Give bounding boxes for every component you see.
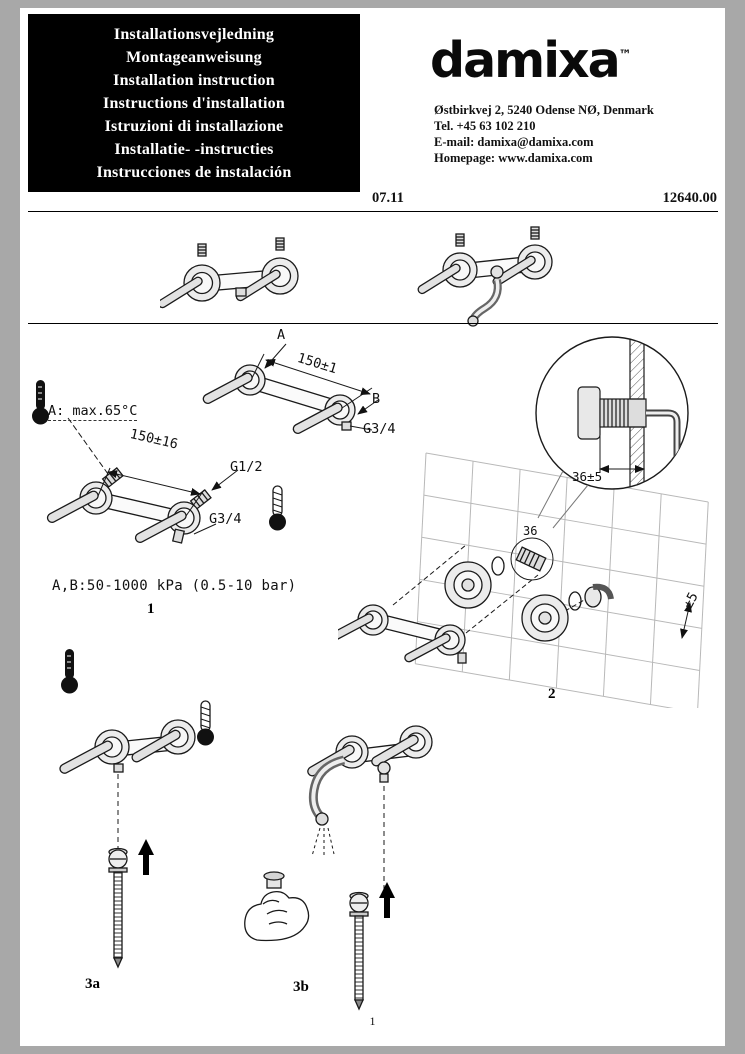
contact-address: Østbirkvej 2, 5240 Odense NØ, Denmark (434, 103, 654, 117)
date-code: 07.11 (372, 190, 404, 206)
figure1-number: 1 (147, 601, 155, 617)
max-temp-label: A: max.65°C (48, 403, 138, 421)
insert-direction-arrow-icon (379, 882, 395, 918)
divider-figures (28, 323, 718, 324)
language-line-spanish: Instrucciones de instalación (96, 163, 292, 181)
thread-g34-top-label: G3/4 (363, 421, 396, 437)
figure3b-drawing (232, 688, 482, 1023)
figure2-number: 2 (548, 686, 556, 702)
contact-phone: Tel. +45 63 102 210 (434, 119, 536, 133)
figure3a-number: 3a (85, 976, 100, 992)
thermometer-hot-icon (61, 649, 78, 694)
product-variant-left-drawing (160, 228, 315, 320)
figure2-drawing (338, 333, 733, 708)
thermometer-hot-icon (32, 380, 49, 425)
hand-press-detail (244, 871, 310, 942)
trademark-symbol: ™ (618, 48, 632, 63)
mounting-screw (108, 847, 128, 969)
figure1-drawing (28, 328, 413, 628)
doc-number: 12640.00 (662, 190, 717, 206)
damixa-logo: damixa™ (430, 32, 632, 89)
language-title-block: Installationsvejledning Montageanweisung… (28, 14, 360, 192)
thread-g12-label: G1/2 (230, 459, 263, 475)
thermometer-cold-icon (197, 700, 214, 746)
wall-section-detail (535, 336, 689, 529)
label-b: B (372, 391, 381, 407)
contact-homepage: Homepage: www.damixa.com (434, 151, 593, 165)
insert-direction-arrow-icon (138, 839, 154, 875)
product-variant-right-drawing (405, 222, 595, 327)
depth-36-label: 36 (523, 524, 538, 538)
language-line-danish: Installationsvejledning (113, 25, 275, 43)
thread-g34-bottom-label: G3/4 (209, 511, 242, 527)
figure3b-number: 3b (293, 979, 309, 995)
figure3a-drawing (48, 643, 258, 988)
divider-top (28, 211, 718, 212)
thermometer-cold-icon (269, 485, 286, 531)
wall-depth-dim-label: 36±5 (572, 469, 603, 484)
language-line-french: Instructions d'installation (103, 94, 285, 112)
language-line-english: Installation instruction (113, 71, 275, 89)
label-a: A (277, 327, 286, 343)
language-line-dutch: Installatie- -instructies (114, 140, 274, 158)
mounting-screw (349, 891, 369, 1011)
pressure-range-label: A,B:50-1000 kPa (0.5-10 bar) (52, 578, 297, 594)
contact-block: Østbirkvej 2, 5240 Odense NØ, Denmark Te… (434, 102, 654, 166)
page-number: 1 (369, 1014, 376, 1028)
language-line-italian: Istruzioni di installazione (104, 117, 284, 135)
exploded-assembly (338, 537, 692, 664)
language-line-german: Montageanweisung (126, 48, 262, 66)
contact-email: E-mail: damixa@damixa.com (434, 135, 594, 149)
